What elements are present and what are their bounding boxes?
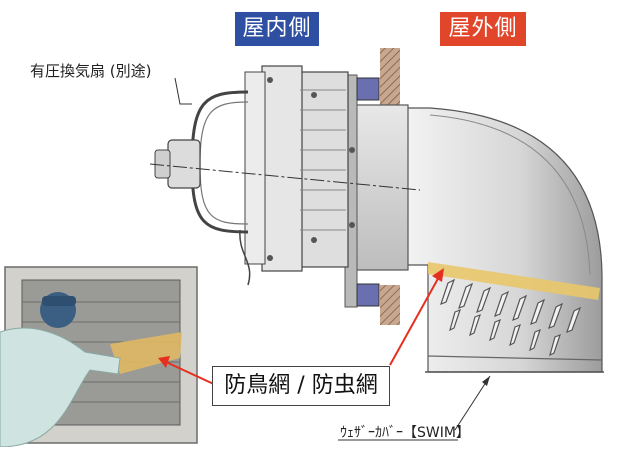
fan-motor-cap — [154, 149, 171, 179]
duct-sleeve — [349, 104, 409, 271]
net-highlight — [428, 262, 600, 300]
net-label: 防鳥網 / 防虫網 — [212, 366, 390, 406]
photo-net-highlight — [110, 332, 182, 374]
power-cable — [239, 229, 251, 286]
photo-worker-body — [0, 327, 121, 447]
fan-bolts — [267, 77, 355, 261]
indoor-side-badge: 屋内側 — [235, 12, 319, 46]
fan-leader-line — [174, 77, 192, 105]
gasket-bottom — [356, 283, 380, 307]
fan-motor — [167, 139, 201, 189]
photo-worker-cap — [42, 296, 76, 306]
fan-frame — [261, 65, 303, 272]
hood-curve-line — [429, 114, 591, 276]
wall-upper — [380, 48, 400, 108]
fan-label: 有圧換気扇 (別途) — [30, 62, 152, 80]
fan-guard-inner — [199, 101, 249, 225]
center-line — [149, 163, 421, 191]
wall-lower — [380, 285, 400, 325]
cover-leader-arrow — [482, 376, 490, 386]
gasket-top — [356, 77, 380, 101]
cover-leader-line — [454, 375, 491, 431]
fan-plate — [244, 71, 266, 265]
weather-cover-label: ｳｪｻﾞｰｶﾊﾞｰ【SWIM】 — [340, 425, 470, 441]
inset-photo — [0, 262, 200, 447]
outdoor-side-badge: 屋外側 — [440, 12, 526, 46]
fan-fins — [300, 89, 346, 231]
louver-slats — [440, 278, 582, 357]
hood-bottom-edge — [427, 355, 603, 361]
weather-cover-hood — [399, 107, 603, 373]
